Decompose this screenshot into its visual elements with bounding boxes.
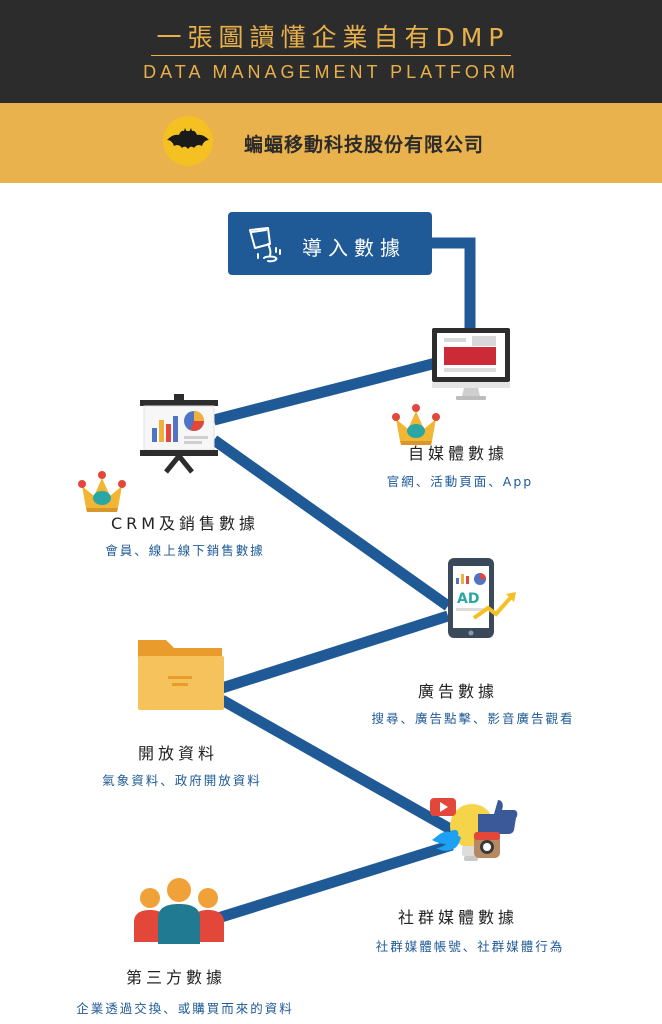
crown-icon (78, 471, 126, 512)
page-title: 一張圖讀懂企業自有DMP (0, 18, 662, 56)
node-subtitle-social-data: 社群媒體帳號、社群媒體行為 (375, 939, 565, 954)
import-data-label: 導入數據 (302, 236, 406, 260)
social-media-icon (430, 798, 518, 861)
mobile-ad-icon: AD (448, 558, 516, 638)
pouring-data-icon (249, 227, 281, 263)
presentation-board-icon (140, 394, 218, 474)
node-subtitle-open-data: 氣象資料、政府開放資料 (102, 773, 262, 788)
node-subtitle-owned-media: 官網、活動頁面、App (386, 474, 534, 489)
node-subtitle-ad-data: 搜尋、廣告點擊、影音廣告觀看 (371, 711, 575, 726)
crown-icon (392, 404, 440, 445)
node-title-third-party: 第三方數據 (125, 968, 226, 987)
page-subtitle: DATA MANAGEMENT PLATFORM (143, 62, 519, 82)
svg-text:AD: AD (457, 591, 479, 607)
header: 一張圖讀懂企業自有DMP DATA MANAGEMENT PLATFORM (0, 0, 662, 103)
desktop-monitor-icon (432, 328, 510, 400)
bat-logo-icon (163, 116, 213, 166)
people-group-icon (134, 878, 224, 944)
company-name: 蝙蝠移動科技股份有限公司 (244, 134, 485, 156)
folder-icon (138, 640, 224, 710)
node-subtitle-third-party: 企業透過交換、或購買而來的資料 (76, 1001, 294, 1016)
node-title-social-data: 社群媒體數據 (397, 908, 518, 927)
node-title-owned-media: 自媒體數據 (407, 444, 508, 463)
node-title-open-data: 開放資料 (137, 744, 218, 763)
import-data-node: 導入數據 (228, 212, 432, 275)
node-subtitle-crm-sales: 會員、線上線下銷售數據 (105, 543, 265, 558)
company-band (0, 103, 662, 183)
node-title-ad-data: 廣告數據 (417, 682, 498, 701)
node-title-crm-sales: CRM及銷售數據 (110, 514, 260, 533)
